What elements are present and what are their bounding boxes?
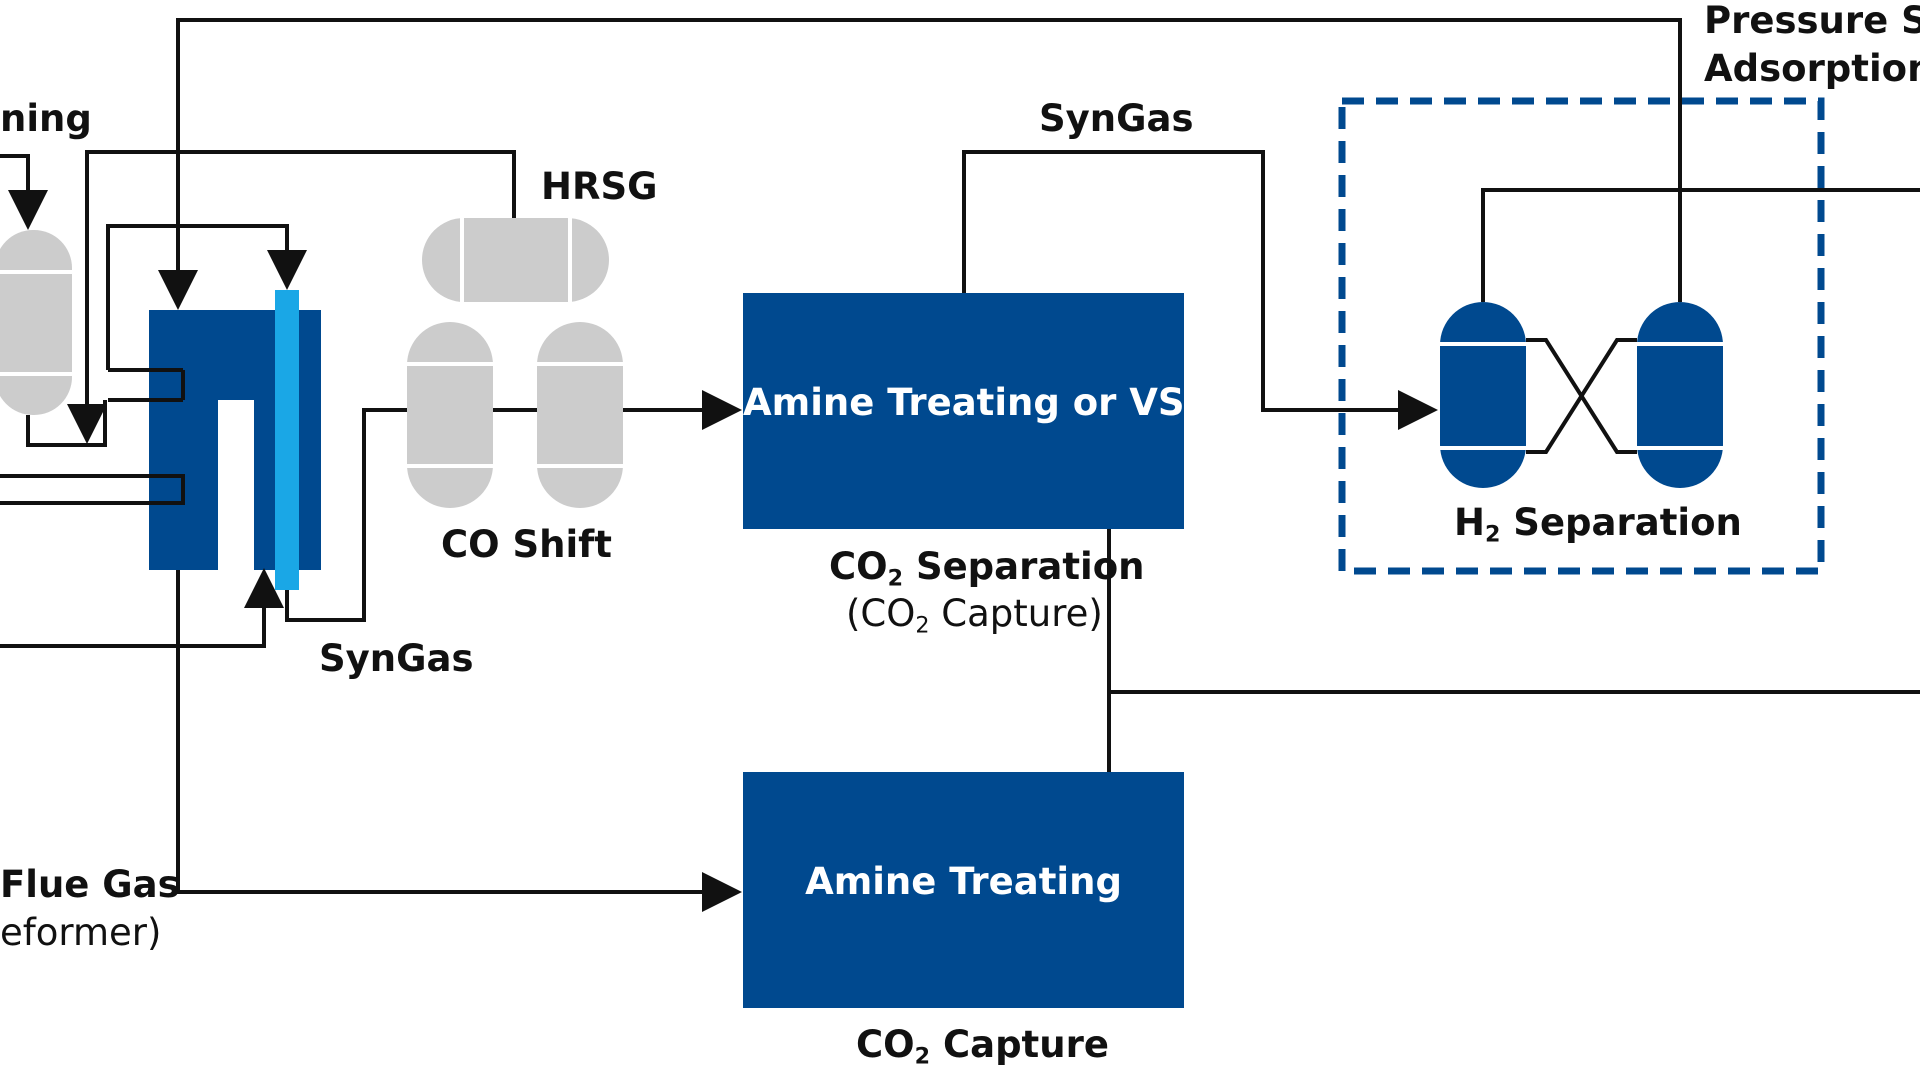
h2-separation-label: H2 Separation: [1454, 501, 1742, 548]
hrsg-label: HRSG: [541, 165, 658, 208]
amine-treating-box-label: Amine Treating: [805, 860, 1122, 903]
co2-capture-paren-label: (CO2 Capture): [846, 592, 1103, 639]
co2-separation-label: CO2 Separation: [829, 545, 1145, 592]
flue-gas-label: Flue Gas: [0, 863, 180, 906]
reformer-tube: [275, 290, 299, 590]
steam-reformer: [149, 290, 321, 590]
steam-reforming-label: ning: [0, 97, 92, 140]
syngas-top-label: SynGas: [1039, 97, 1194, 140]
feed-line: [0, 154, 48, 230]
psa-vessel-1: [1440, 302, 1526, 488]
amine-treating-box: [743, 772, 1184, 1008]
amine-vsa-box-label: Amine Treating or VSA: [743, 381, 1214, 424]
hrsg-line: [67, 150, 516, 444]
hrsg-vessel: [422, 218, 609, 302]
left-vessel: [0, 230, 72, 415]
co-shift-label: CO Shift: [441, 523, 612, 566]
co-shift-vessel-1: [407, 322, 493, 508]
co2-capture-label: CO2 Capture: [856, 1023, 1109, 1070]
top-return-line: [158, 18, 1682, 310]
psa-vessel-2: [1637, 302, 1723, 488]
pressure-swing-label-1: Pressure Sw: [1704, 0, 1920, 42]
syngas-bottom-label: SynGas: [319, 637, 474, 680]
flow-lines: [0, 18, 1920, 912]
tube-feed-line: [106, 224, 307, 370]
co-shift-vessel-2: [537, 322, 623, 508]
reformer-label: eformer): [0, 911, 162, 954]
pressure-swing-label-2: Adsorption (: [1704, 47, 1920, 90]
psa-boundary: [1338, 97, 1825, 575]
amine-vsa-box: [743, 293, 1184, 529]
